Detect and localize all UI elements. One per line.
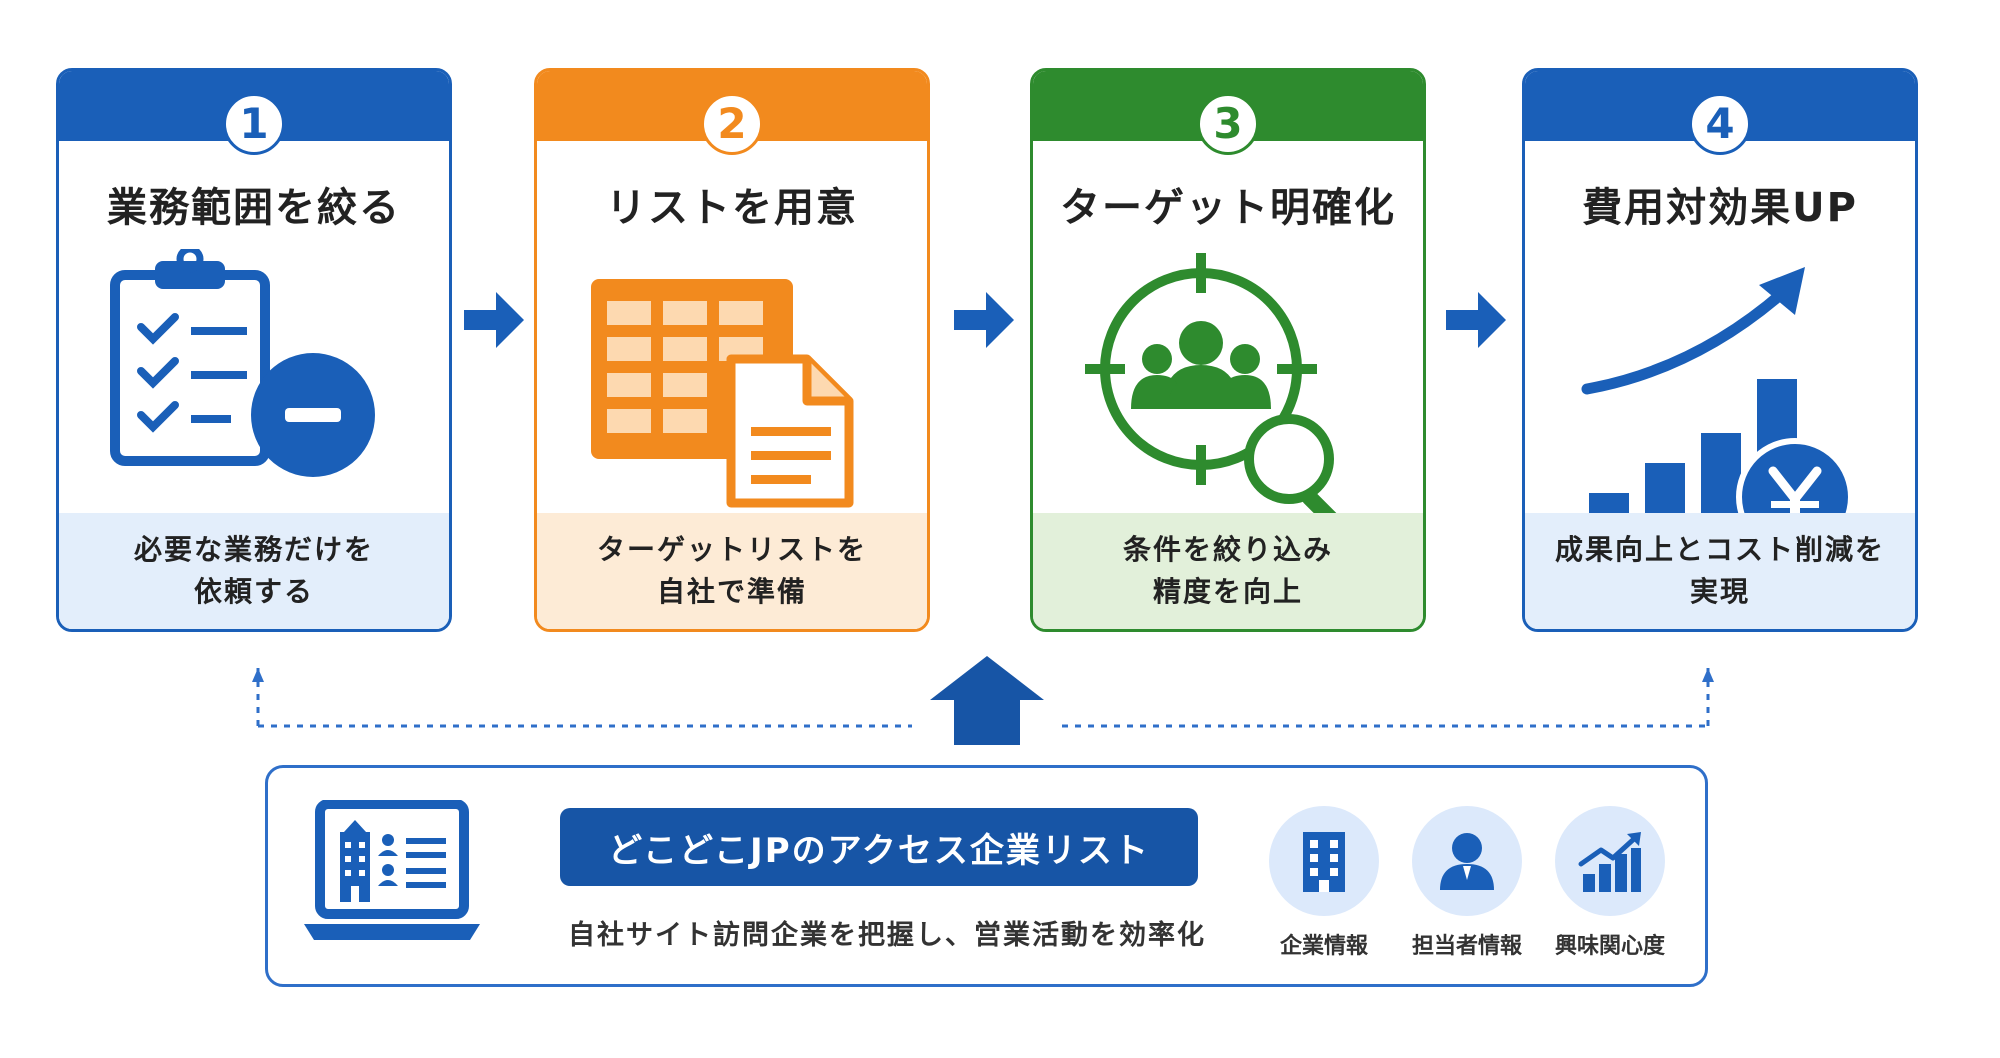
step-3-description-line1: 条件を絞り込み [1122,533,1333,566]
feature-interest-level-badge [1555,806,1665,916]
feature-company-info-label: 企業情報 [1279,934,1368,959]
step-1-title: 業務範囲を絞る [107,185,401,231]
step-card-3: 3 ターゲット明確化 条件を絞り込み 精度を向上 [1030,68,1426,632]
step-2-description: ターゲットリストを 自社で準備 [537,513,927,629]
bar-chart-up-icon [1578,832,1641,892]
step-1-description-line2: 依頼する [193,575,314,608]
step-4-description: 成果向上とコスト削減を 実現 [1525,513,1915,629]
step-2-description-line1: ターゲットリストを [596,533,867,566]
feature-interest-level-label: 興味関心度 [1554,934,1665,959]
step-3-description-line2: 精度を向上 [1152,575,1303,608]
step-2-description-line2: 自社で準備 [656,575,807,608]
arrow-right-icon [462,290,526,350]
step-1-description: 必要な業務だけを 依頼する [59,513,449,629]
arrow-right-icon [952,290,1016,350]
step-2-title: リストを用意 [606,185,858,231]
feature-company-info-badge [1269,806,1379,916]
clipboard-minus-icon [107,249,407,579]
step-4-title: 費用対効果UP [1582,185,1858,231]
product-description: 自社サイト訪問企業を把握し、営業活動を効率化 [568,920,1206,951]
step-1-description-line1: 必要な業務だけを [133,533,374,566]
step-4-description-line2: 実現 [1689,575,1750,608]
step-3-description: 条件を絞り込み 精度を向上 [1033,513,1423,629]
step-1-number: 1 [223,93,285,155]
step-card-1: 1 業務範囲を絞る 必要な業務だけを 依頼する [56,68,452,632]
step-card-2: 2 リストを用意 ターゲットリストを 自社で準備 [534,68,930,632]
feature-interest-level: 興味関心度 [1548,806,1672,960]
feature-contact-info-label: 担当者情報 [1411,934,1522,959]
step-2-number: 2 [701,93,763,155]
step-3-number: 3 [1197,93,1259,155]
arrow-right-icon [1444,290,1508,350]
step-4-description-line1: 成果向上とコスト削減を [1554,533,1885,566]
laptop-company-list-icon [304,800,480,950]
product-title: どこどこJPのアクセス企業リスト [560,808,1198,886]
person-icon [1440,833,1494,890]
arrow-up-icon [930,656,1044,745]
product-panel: どこどこJPのアクセス企業リスト 自社サイト訪問企業を把握し、営業活動を効率化 … [265,765,1708,987]
feature-company-info: 企業情報 [1262,806,1386,960]
spreadsheet-document-icon [585,249,885,579]
feature-contact-info-badge [1412,806,1522,916]
step-card-4: 4 費用対効果UP 成果向上とコスト削減を 実現 [1522,68,1918,632]
step-4-number: 4 [1689,93,1751,155]
building-icon [1303,832,1345,892]
feature-contact-info: 担当者情報 [1405,806,1529,960]
step-3-title: ターゲット明確化 [1060,185,1396,231]
